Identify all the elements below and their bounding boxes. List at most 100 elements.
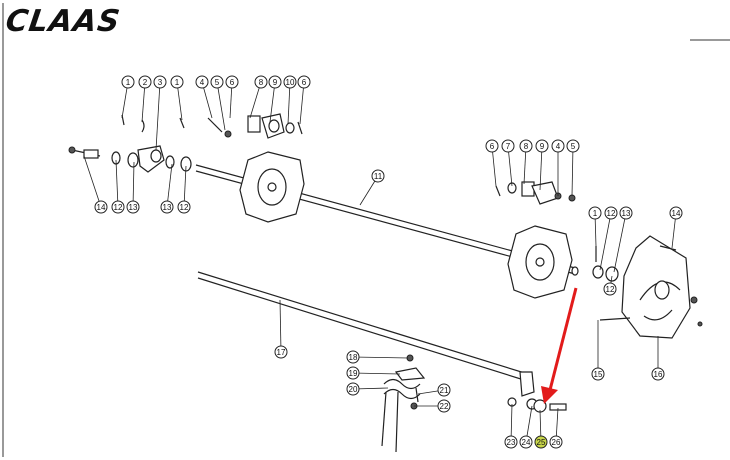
svg-text:4: 4 (556, 142, 561, 151)
svg-text:22: 22 (440, 402, 449, 411)
callout-11: 11 (371, 169, 385, 183)
callout-10: 10 (283, 75, 297, 89)
svg-text:11: 11 (374, 172, 383, 181)
callout-13: 13 (160, 200, 174, 214)
svg-text:23: 23 (507, 438, 516, 447)
cam-disc (599, 235, 703, 339)
callout-12: 12 (111, 200, 125, 214)
leader-line (571, 145, 574, 197)
svg-text:15: 15 (594, 370, 603, 379)
callout-1: 1 (588, 206, 602, 220)
callout-12: 12 (603, 282, 617, 296)
callout-7: 7 (501, 139, 515, 153)
svg-text:9: 9 (273, 78, 278, 87)
callout-19: 19 (346, 366, 360, 380)
callout-1: 1 (121, 75, 135, 89)
callout-18: 18 (346, 350, 360, 364)
svg-text:20: 20 (349, 385, 358, 394)
spring-tine-assembly (381, 354, 426, 453)
right-flange (507, 225, 573, 299)
callout-20: 20 (346, 382, 360, 396)
callout-13: 13 (619, 206, 633, 220)
svg-text:12: 12 (180, 203, 189, 212)
svg-text:19: 19 (349, 369, 358, 378)
callout-25-highlighted: 25 (534, 435, 548, 449)
callout-6: 6 (297, 75, 311, 89)
left-flange (239, 151, 305, 223)
leader-line (132, 161, 135, 208)
svg-text:25: 25 (537, 438, 546, 447)
svg-text:21: 21 (440, 386, 449, 395)
svg-text:12: 12 (607, 209, 616, 218)
leader-line (269, 81, 276, 123)
leader-line (279, 299, 282, 353)
leader-line (155, 81, 161, 151)
svg-text:16: 16 (654, 370, 663, 379)
leader-line (599, 212, 612, 271)
leader-line (183, 165, 187, 208)
callout-24: 24 (519, 435, 533, 449)
callout-6: 6 (485, 139, 499, 153)
svg-text:13: 13 (129, 203, 138, 212)
svg-text:1: 1 (175, 78, 180, 87)
svg-text:6: 6 (302, 78, 307, 87)
highlight-arrow (541, 287, 578, 404)
svg-text:12: 12 (114, 203, 123, 212)
callout-12: 12 (177, 200, 191, 214)
callout-2: 2 (138, 75, 152, 89)
svg-text:3: 3 (158, 78, 163, 87)
leader-line (166, 163, 173, 208)
svg-text:1: 1 (126, 78, 131, 87)
bolt-washer-set (507, 397, 567, 413)
leader-line (507, 145, 513, 187)
leader-line (141, 81, 146, 123)
svg-text:6: 6 (230, 78, 235, 87)
svg-text:14: 14 (672, 209, 681, 218)
upper-bearing-assembly (207, 113, 303, 139)
leader-line (613, 212, 627, 273)
callout-15: 15 (591, 367, 605, 381)
svg-text:13: 13 (163, 203, 172, 212)
callout-4: 4 (551, 139, 565, 153)
svg-text:2: 2 (143, 78, 148, 87)
leader-line (299, 81, 305, 125)
svg-text:5: 5 (215, 78, 220, 87)
callout-1: 1 (170, 75, 184, 89)
svg-text:10: 10 (286, 78, 295, 87)
right-upper-bearing-assembly (495, 181, 576, 205)
svg-text:8: 8 (259, 78, 264, 87)
leader-line (352, 356, 409, 359)
callout-17: 17 (274, 345, 288, 359)
callout-14: 14 (669, 206, 683, 220)
callout-9: 9 (268, 75, 282, 89)
svg-text:12: 12 (606, 285, 615, 294)
leader-line (115, 159, 119, 208)
callout-13: 13 (126, 200, 140, 214)
svg-text:5: 5 (571, 142, 576, 151)
callout-8: 8 (254, 75, 268, 89)
callout-6: 6 (225, 75, 239, 89)
callout-26: 26 (549, 435, 563, 449)
svg-text:1: 1 (593, 209, 598, 218)
svg-text:8: 8 (524, 142, 529, 151)
leader-line (83, 155, 102, 208)
svg-text:17: 17 (277, 348, 286, 357)
callout-12: 12 (604, 206, 618, 220)
svg-text:18: 18 (349, 353, 358, 362)
leader-line (352, 372, 401, 375)
callout-4: 4 (195, 75, 209, 89)
callout-16: 16 (651, 367, 665, 381)
tine-bar (197, 271, 535, 397)
callout-23: 23 (504, 435, 518, 449)
svg-text:26: 26 (552, 438, 561, 447)
callout-21: 21 (437, 383, 451, 397)
svg-text:13: 13 (622, 209, 631, 218)
left-bearing-assembly (68, 114, 192, 173)
svg-text:6: 6 (490, 142, 495, 151)
leader-line (539, 145, 543, 191)
svg-text:4: 4 (200, 78, 205, 87)
callout-14: 14 (94, 200, 108, 214)
svg-text:24: 24 (522, 438, 531, 447)
